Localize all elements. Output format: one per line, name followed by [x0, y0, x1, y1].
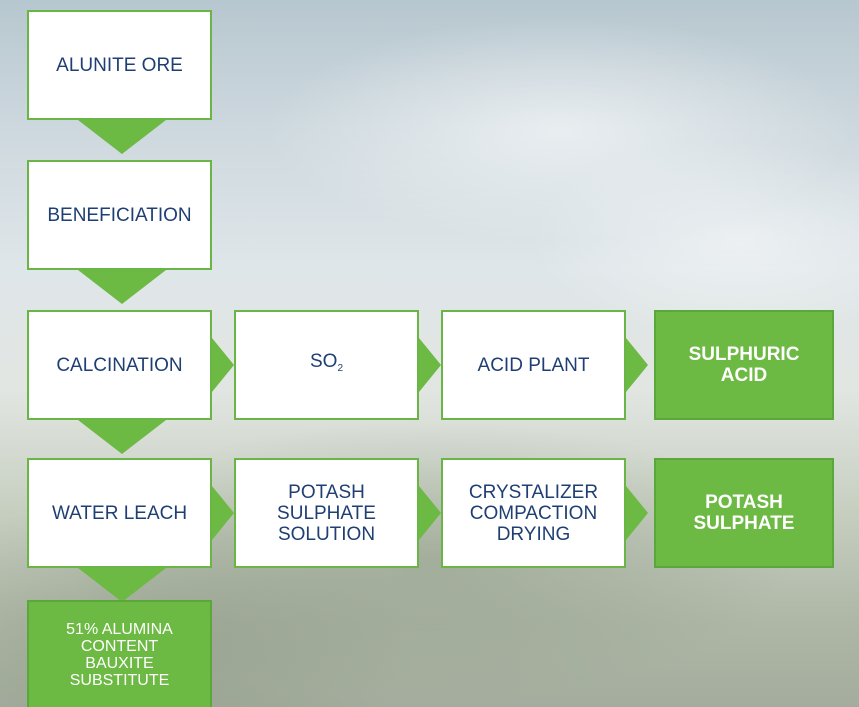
acid-plant-box: ACID PLANT	[441, 310, 626, 420]
acid-plant-label: ACID PLANT	[477, 354, 590, 376]
sulphuric-acid-line-2: ACID	[720, 365, 768, 386]
sulphuric-acid-box: SULPHURIC ACID	[654, 310, 834, 420]
arrow-down-1	[78, 120, 166, 154]
arrow-right-calcination	[212, 338, 234, 392]
alunite-ore-box: ALUNITE ORE	[27, 10, 212, 120]
beneficiation-box: BENEFICIATION	[27, 160, 212, 270]
water-leach-box: WATER LEACH	[27, 458, 212, 568]
crystalizer-line-3: DRYING	[496, 523, 571, 545]
calcination-label: CALCINATION	[56, 354, 183, 376]
crystalizer-line-2: COMPACTION	[469, 502, 598, 524]
arrow-down-3	[78, 420, 166, 454]
potash-solution-line-2: SULPHATE	[277, 502, 376, 524]
alumina-line-2: CONTENT	[80, 637, 159, 655]
potash-sulphate-box: POTASH SULPHATE	[654, 458, 834, 568]
potash-solution-box: POTASH SULPHATE SOLUTION	[234, 458, 419, 568]
calcination-box: CALCINATION	[27, 310, 212, 420]
so2-subscript: 2	[337, 363, 343, 374]
so2-main-text: SO	[309, 351, 338, 372]
alumina-line-3: BAUXITE	[85, 654, 154, 672]
sulphuric-acid-line-1: SULPHURIC	[688, 344, 800, 365]
water-leach-label: WATER LEACH	[51, 502, 188, 524]
potash-solution-line-3: SOLUTION	[277, 523, 376, 545]
alumina-line-4: SUBSTITUTE	[69, 671, 170, 689]
alumina-substitute-box: 51% ALUMINA CONTENT BAUXITE SUBSTITUTE	[27, 600, 212, 707]
so2-box: SO2	[234, 310, 419, 420]
so2-label: SO2	[310, 351, 343, 379]
alunite-ore-label: ALUNITE ORE	[56, 54, 183, 76]
beneficiation-label: BENEFICIATION	[47, 204, 192, 226]
potash-sulphate-line-1: POTASH	[705, 492, 783, 513]
arrow-right-so2	[419, 338, 441, 392]
arrow-down-4	[78, 568, 166, 602]
crystalizer-box: CRYSTALIZER COMPACTION DRYING	[441, 458, 626, 568]
arrow-right-potash-solution	[419, 486, 441, 540]
arrow-right-water-leach	[212, 486, 234, 540]
arrow-down-2	[78, 270, 166, 304]
crystalizer-line-1: CRYSTALIZER	[468, 481, 599, 503]
alumina-line-1: 51% ALUMINA	[66, 620, 173, 638]
arrow-right-acid-plant	[626, 338, 648, 392]
potash-sulphate-line-2: SULPHATE	[693, 513, 795, 534]
arrow-right-crystalizer	[626, 486, 648, 540]
potash-solution-line-1: POTASH	[288, 481, 365, 503]
